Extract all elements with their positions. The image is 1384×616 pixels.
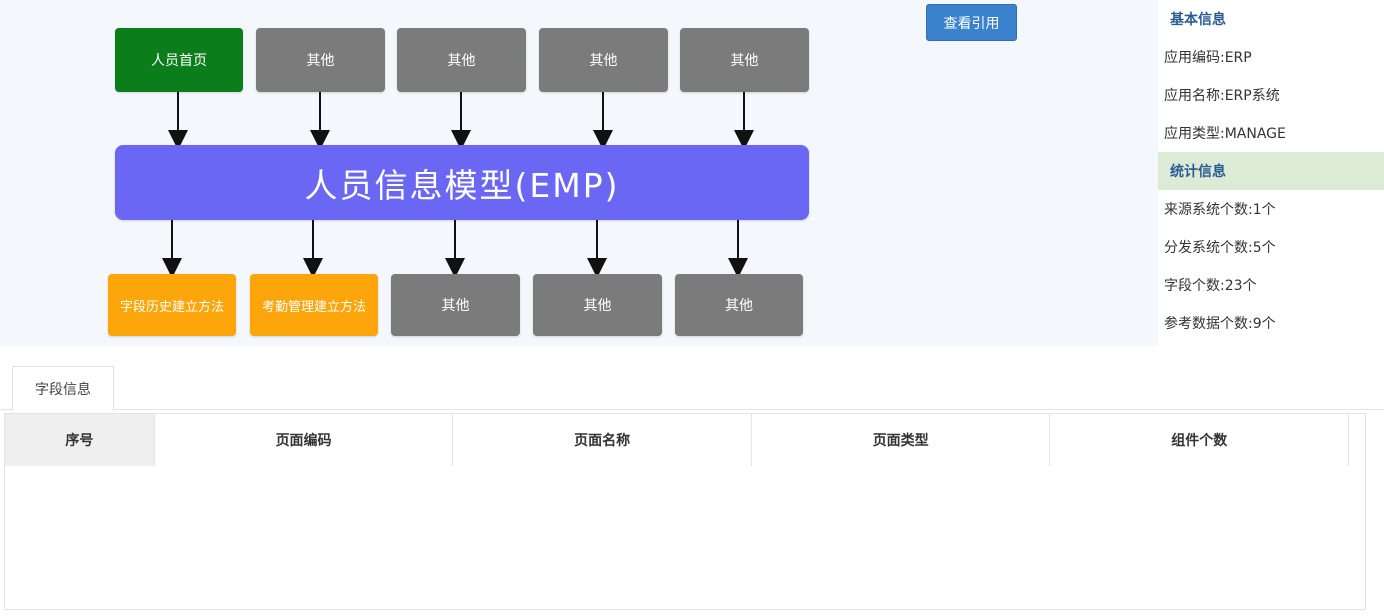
bottom-node-field-history[interactable]: 字段历史建立方法 bbox=[108, 274, 236, 336]
top-node-other-3[interactable]: 其他 bbox=[539, 28, 668, 92]
basic-info-header: 基本信息 bbox=[1158, 0, 1384, 38]
bottom-node-other-3[interactable]: 其他 bbox=[675, 274, 803, 336]
center-model-node[interactable]: 人员信息模型(EMP) bbox=[115, 145, 809, 220]
info-panel: 基本信息 应用编码:ERP 应用名称:ERP系统 应用类型:MANAGE 统计信… bbox=[1158, 0, 1384, 346]
bottom-node-attendance[interactable]: 考勤管理建立方法 bbox=[250, 274, 378, 336]
column-header-page-type[interactable]: 页面类型 bbox=[751, 414, 1051, 466]
tab-field-info[interactable]: 字段信息 bbox=[12, 366, 114, 411]
column-header-scroll-spacer bbox=[1349, 414, 1365, 466]
page-table: 序号 页面编码 页面名称 页面类型 组件个数 bbox=[4, 413, 1366, 610]
field-count-row: 字段个数:23个 bbox=[1164, 278, 1257, 294]
source-systems-row: 来源系统个数:1个 bbox=[1164, 202, 1276, 218]
relationship-area: 人员首页 其他 其他 其他 其他 人员信息模型(EMP) 字段历史建立方法 考勤… bbox=[0, 0, 1384, 346]
column-header-component-count[interactable]: 组件个数 bbox=[1050, 414, 1350, 466]
app-code-row: 应用编码:ERP bbox=[1164, 50, 1252, 66]
app-type-row: 应用类型:MANAGE bbox=[1164, 126, 1286, 142]
bottom-node-other-2[interactable]: 其他 bbox=[533, 274, 662, 336]
top-node-other-2[interactable]: 其他 bbox=[397, 28, 526, 92]
tab-strip: 字段信息 bbox=[0, 346, 1384, 411]
dist-systems-row: 分发系统个数:5个 bbox=[1164, 240, 1276, 256]
top-node-personnel-home[interactable]: 人员首页 bbox=[115, 28, 243, 92]
top-node-other-4[interactable]: 其他 bbox=[680, 28, 809, 92]
column-header-page-code[interactable]: 页面编码 bbox=[154, 414, 454, 466]
bottom-node-other-1[interactable]: 其他 bbox=[391, 274, 520, 336]
app-name-row: 应用名称:ERP系统 bbox=[1164, 88, 1280, 104]
ref-data-count-row: 参考数据个数:9个 bbox=[1164, 316, 1276, 332]
column-header-page-name[interactable]: 页面名称 bbox=[453, 414, 752, 466]
connector-layer bbox=[162, 92, 754, 278]
model-diagram: 人员首页 其他 其他 其他 其他 人员信息模型(EMP) 字段历史建立方法 考勤… bbox=[0, 0, 1150, 346]
table-header: 序号 页面编码 页面名称 页面类型 组件个数 bbox=[5, 414, 1365, 466]
stats-info-header: 统计信息 bbox=[1158, 152, 1384, 190]
top-node-other-1[interactable]: 其他 bbox=[256, 28, 385, 92]
column-header-seq[interactable]: 序号 bbox=[5, 414, 155, 466]
view-references-button[interactable]: 查看引用 bbox=[926, 4, 1017, 41]
